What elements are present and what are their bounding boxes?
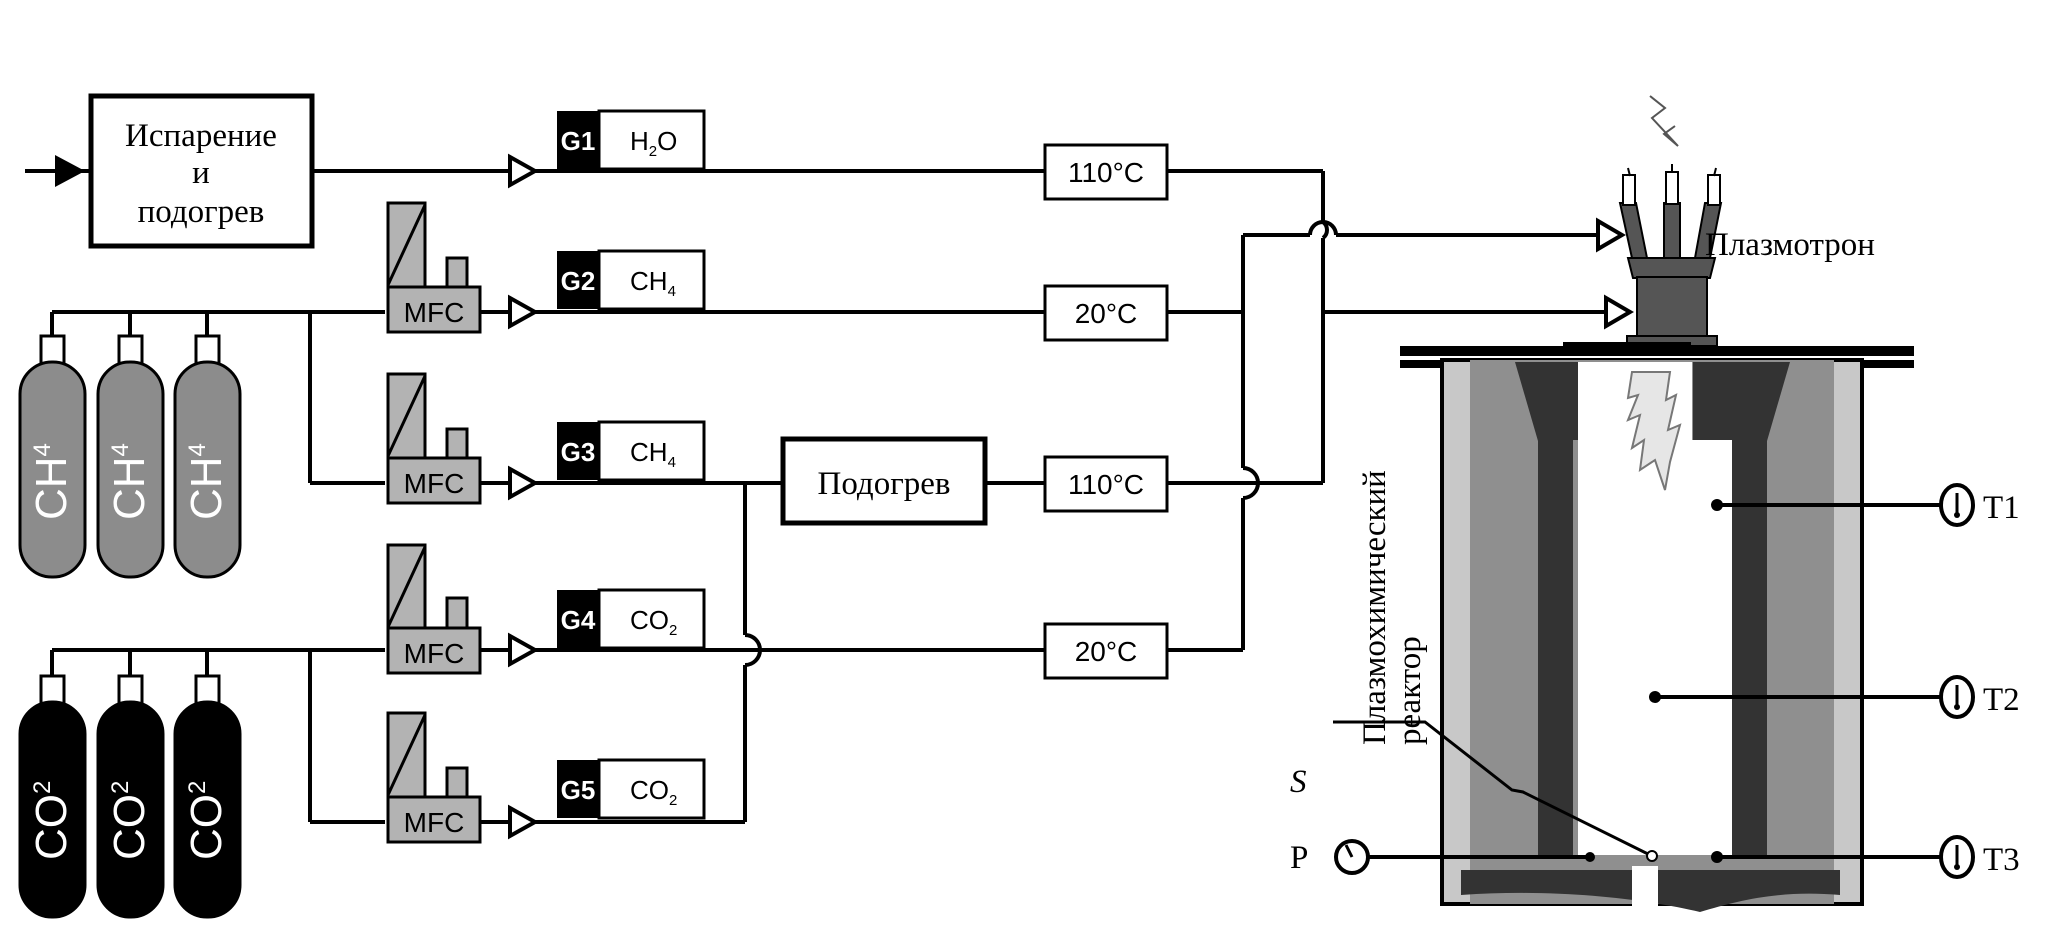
mfc-label: MFC: [404, 297, 465, 328]
mfc-g5: MFC: [386, 711, 482, 844]
svg-text:20°C: 20°C: [1075, 636, 1138, 667]
plasma-jet: [1626, 371, 1682, 491]
svg-text:CO2: CO2: [105, 781, 154, 860]
svg-text:110°C: 110°C: [1068, 157, 1144, 188]
channel-id: G1: [561, 126, 596, 156]
temp-box-g1: 110°C: [1043, 143, 1169, 201]
co2-cylinders: CO2 CO2 CO2: [18, 650, 242, 919]
evaporator-label-1: Испарение: [125, 118, 277, 154]
channel-tag-g3: G3 CH4: [557, 420, 706, 482]
co2-cylinder: CO2: [173, 674, 242, 919]
check-valves: [508, 153, 1634, 840]
ch4-cylinder: CH4: [18, 334, 87, 579]
check-valve-icon: [1596, 217, 1626, 253]
mfc-g2: MFC: [386, 201, 482, 334]
check-valve-icon: [508, 294, 540, 330]
sensor-label-p: P: [1290, 840, 1308, 876]
channel-gas: H2O: [630, 126, 677, 160]
feed-arrow-icon: [55, 155, 85, 187]
channel-tag-g4: G4 CO2: [557, 588, 706, 650]
co2-cylinder: CO2: [18, 674, 87, 919]
channel-gas: CH4: [630, 437, 676, 471]
svg-text:20°C: 20°C: [1075, 298, 1138, 329]
sensor-label-t3: T3: [1983, 842, 2020, 878]
plasmatron: Плазмотрон: [1618, 95, 1875, 347]
sensor-label-t2: T2: [1983, 682, 2020, 718]
channel-gas: CO2: [630, 605, 677, 639]
check-valve-icon: [508, 153, 540, 189]
check-valve-icon: [508, 465, 540, 501]
channel-tag-g5: G5 CO2: [557, 758, 706, 820]
sensor-t2: T2: [1649, 675, 2020, 719]
heater-label: Подогрев: [818, 466, 951, 502]
channel-tag-g2: G2 CH4: [557, 249, 706, 311]
svg-text:CH4: CH4: [27, 443, 76, 520]
ch4-cylinder: CH4: [96, 334, 165, 579]
lightning-icon: [1649, 95, 1679, 147]
check-valve-icon: [508, 804, 540, 840]
channel-id: G2: [561, 266, 596, 296]
evaporator-label-3: подогрев: [138, 194, 265, 230]
feed-inlet: [25, 155, 90, 187]
sensor-s: S: [1290, 720, 1658, 862]
reactor-label-2: реактор: [1392, 636, 1428, 745]
mfc-g3: MFC: [386, 372, 482, 505]
evaporator-label-2: и: [192, 155, 210, 191]
reactor-label-1: Плазмохимический: [1357, 470, 1393, 745]
svg-text:CO2: CO2: [27, 781, 76, 860]
plasmatron-label: Плазмотрон: [1705, 227, 1875, 263]
temp-box-g4: 20°C: [1043, 622, 1169, 680]
svg-text:CH4: CH4: [105, 443, 154, 520]
co2-cylinder: CO2: [96, 674, 165, 919]
mfc-label: MFC: [404, 638, 465, 669]
ch4-cylinder: CH4: [173, 334, 242, 579]
mfc-label: MFC: [404, 468, 465, 499]
reactor: Плазмохимический реактор: [1357, 342, 1914, 912]
heater-block: Подогрев: [780, 436, 988, 526]
mfc-label: MFC: [404, 807, 465, 838]
check-valve-icon: [1604, 294, 1634, 330]
svg-text:CO2: CO2: [182, 781, 231, 860]
channel-id: G5: [561, 775, 596, 805]
channel-gas: CH4: [630, 266, 676, 300]
channel-gas: CO2: [630, 775, 677, 809]
sensor-p: P: [1290, 839, 1595, 876]
evaporator-block: Испарение и подогрев: [88, 93, 315, 249]
svg-text:110°C: 110°C: [1068, 469, 1144, 500]
mfc-g4: MFC: [386, 543, 482, 675]
sensor-label-t1: T1: [1983, 490, 2020, 526]
temp-box-g3: 110°C: [1043, 455, 1169, 513]
channel-id: G3: [561, 437, 596, 467]
temp-box-g2: 20°C: [1043, 284, 1169, 342]
sensor-label-s: S: [1290, 764, 1307, 800]
ch4-cylinders: CH4 CH4 CH4: [18, 312, 242, 579]
svg-text:CH4: CH4: [182, 443, 231, 520]
channel-tag-g1: G1 H2O: [557, 109, 706, 171]
sensor-t3: T3: [1711, 835, 2020, 879]
sensor-t1: T1: [1711, 483, 2020, 527]
channel-id: G4: [561, 605, 596, 635]
check-valve-icon: [508, 632, 540, 668]
